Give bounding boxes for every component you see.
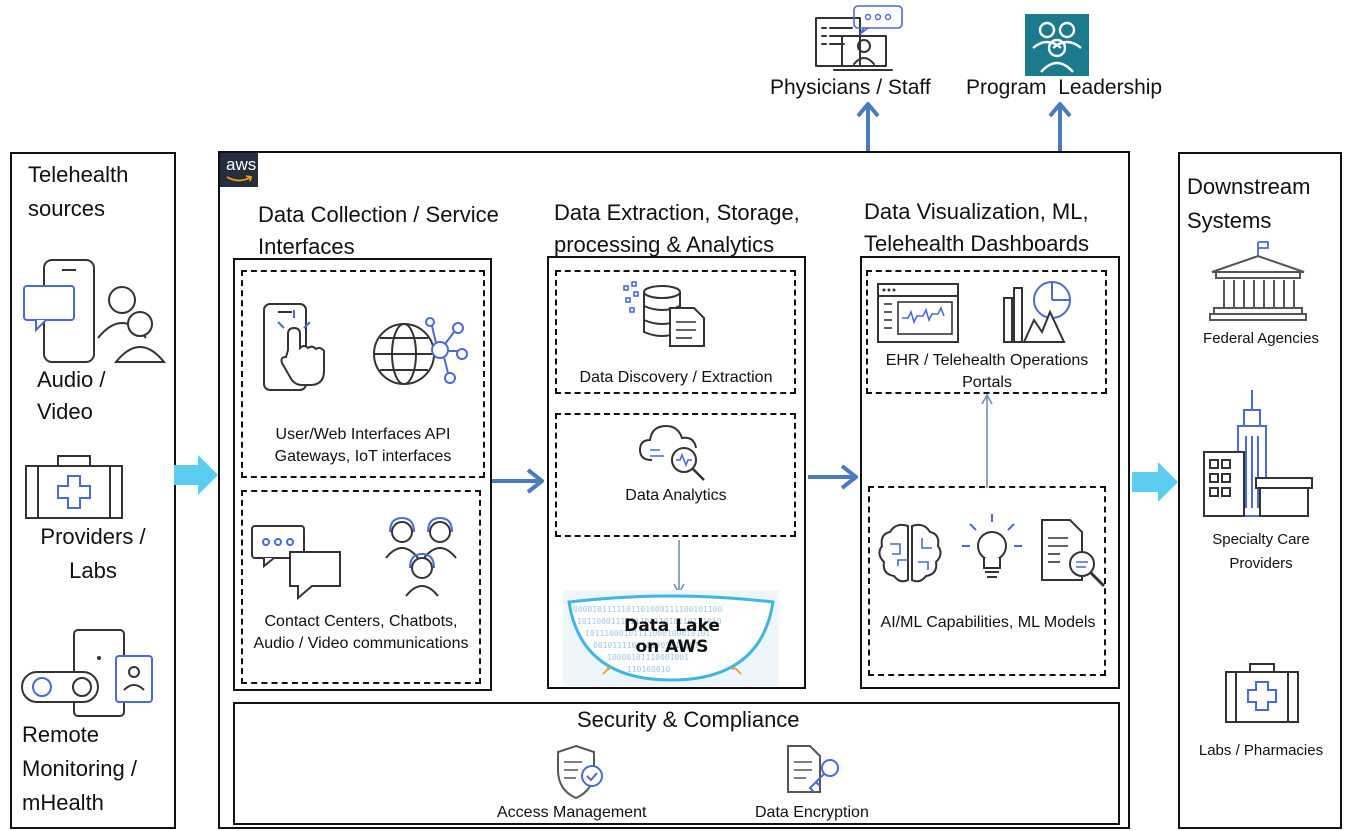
contact-centers-label: Contact Centers, Chatbots, Audio / Video… [253, 613, 469, 652]
ai-ml-label: AI/ML Capabilities, ML Models [880, 614, 1096, 631]
right-item-specialty-care: Specialty Care Providers [1212, 531, 1310, 572]
col3-container [860, 256, 1120, 689]
col2-container [547, 256, 806, 689]
arrow-col1-to-col2 [492, 468, 544, 494]
arrow-up-physicians [856, 102, 880, 152]
svg-text:101100011101110111010110111010: 101100011101110111010110111010 [577, 617, 722, 626]
security-compliance-box [233, 702, 1120, 825]
data-analytics-label: Data Analytics [625, 487, 727, 504]
aws-logo: aws [220, 153, 258, 187]
ai-ml-box [868, 486, 1106, 676]
telehealth-sources-panel [10, 152, 176, 829]
left-item-remote-monitoring: Remote Monitoring / mHealth [22, 722, 137, 815]
svg-text:10111000101111000100010101: 10111000101111000100010101 [585, 629, 710, 638]
arrow-ml-to-portals [981, 393, 993, 488]
col2-heading: Data Extraction, Storage, processing & A… [554, 200, 800, 257]
data-discovery-label: Data Discovery / Extraction [579, 369, 773, 386]
col1-heading: Data Collection / Service Interfaces [258, 202, 499, 259]
downstream-systems-title: Downstream Systems [1187, 174, 1311, 233]
user-web-interfaces-label: User/Web Interfaces API Gateways, IoT in… [274, 426, 452, 465]
arrow-up-leadership [1048, 102, 1072, 152]
program-leadership-label: Program Leadership [966, 76, 1163, 99]
user-web-interfaces-box [241, 270, 485, 478]
aws-cloud-container [218, 151, 1130, 829]
security-compliance-title: Security & Compliance [577, 707, 800, 732]
ehr-portals-label: EHR / Telehealth Operations Portals [885, 352, 1089, 391]
left-item-providers-labs: Providers / Labs [40, 524, 146, 583]
data-analytics-box [555, 413, 796, 537]
data-discovery-box [555, 270, 796, 394]
svg-text:110100010: 110100010 [627, 665, 671, 674]
col3-heading: Data Visualization, ML, Telehealth Dashb… [864, 199, 1090, 256]
arrow-col2-to-col3 [808, 464, 858, 490]
data-lake-label: Data Lake on AWS [624, 616, 720, 657]
physicians-staff-label: Physicians / Staff [770, 76, 931, 99]
access-management-label: Access Management [497, 804, 647, 821]
svg-text:10000101110001001: 10000101110001001 [607, 653, 689, 662]
arrow-analytics-to-lake [673, 540, 685, 595]
col1-container [233, 258, 492, 691]
left-item-audio-video: Audio / Video [37, 367, 106, 424]
arrow-aws-to-downstream [1132, 462, 1178, 502]
ehr-portals-box [866, 270, 1107, 394]
telehealth-sources-title: Telehealth sources [28, 162, 129, 221]
arrow-sources-to-aws [174, 455, 218, 495]
downstream-systems-panel [1178, 152, 1342, 829]
contact-centers-box [241, 490, 481, 684]
svg-text:000010111110110100011110010110: 0000101111101101000111100101100 [573, 605, 722, 614]
data-encryption-label: Data Encryption [755, 804, 869, 821]
right-item-federal-agencies: Federal Agencies [1203, 330, 1319, 347]
right-item-labs-pharmacies: Labs / Pharmacies [1198, 742, 1324, 759]
svg-text:0010111101101001011001: 0010111101101001011001 [593, 641, 699, 650]
